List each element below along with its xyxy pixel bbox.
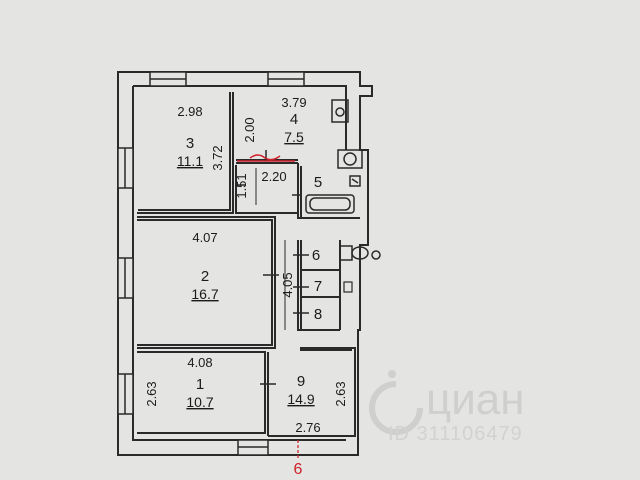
- room-1-area: 10.7: [186, 394, 213, 410]
- room-4-width: 3.79: [281, 95, 306, 110]
- corridor-length: 2.20: [261, 169, 286, 184]
- watermark-brand: циан: [426, 375, 525, 424]
- room-2-number: 2: [201, 268, 209, 285]
- room-4-number: 4: [290, 111, 298, 128]
- room-1-length: 2.63: [144, 381, 159, 406]
- watermark: циан ID 311106479: [369, 370, 525, 445]
- room-3-number: 3: [186, 135, 194, 152]
- redevelopment-mark: [237, 154, 295, 162]
- outer-walls: [117, 71, 373, 456]
- watermark-logo-icon: [369, 370, 423, 435]
- corridor-width: 1.51: [234, 173, 249, 198]
- room-8-number: 8: [314, 306, 322, 323]
- washbasin-icon: [337, 149, 363, 169]
- watermark-id: ID 311106479: [388, 423, 523, 445]
- room-3-length: 3.72: [210, 145, 225, 170]
- room-1-width: 4.08: [187, 355, 212, 370]
- room-2-width: 4.07: [192, 230, 217, 245]
- room-3-area: 11.1: [177, 153, 203, 169]
- room-6-number: 6: [312, 247, 320, 264]
- room-labels: 2.98 3 11.1 3.72 3.79 4 7.5 2.00 1.51 2.…: [144, 95, 348, 435]
- floor-label: 6: [294, 461, 303, 478]
- bathtub-icon: [305, 194, 355, 214]
- room-2-area: 16.7: [191, 286, 218, 302]
- drain-icon: [343, 281, 353, 293]
- room-5-number: 5: [314, 174, 322, 191]
- room-4-length: 2.00: [242, 117, 257, 142]
- room-9-width: 2.76: [295, 420, 320, 435]
- room-1-number: 1: [196, 376, 204, 393]
- door-marks: [238, 150, 309, 385]
- toilet-icon: [339, 245, 381, 261]
- interior-walls: [137, 92, 360, 437]
- dimension-lines: [255, 168, 286, 330]
- room-9-length: 2.63: [333, 381, 348, 406]
- sink-icon: [331, 99, 349, 123]
- room-3-width: 2.98: [177, 104, 202, 119]
- shower-icon: [349, 175, 361, 187]
- room-9-number: 9: [297, 373, 305, 390]
- windows: [117, 71, 305, 456]
- hall-length: 4.05: [280, 272, 295, 297]
- room-7-number: 7: [314, 278, 322, 295]
- room-9-area: 14.9: [287, 391, 314, 407]
- room-4-area: 7.5: [284, 129, 304, 145]
